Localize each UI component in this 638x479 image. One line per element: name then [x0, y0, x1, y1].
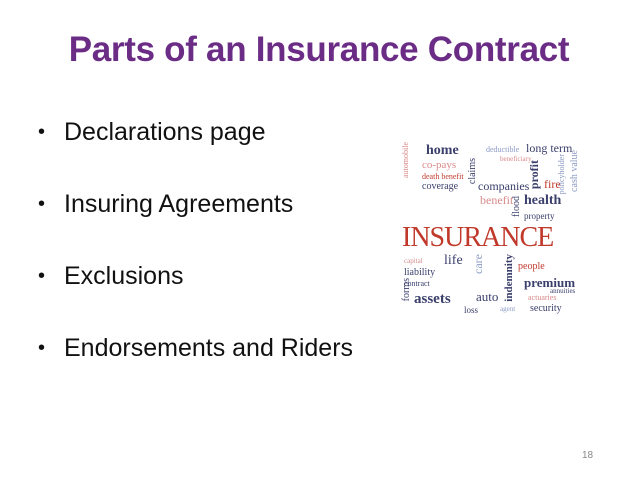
cloud-word: companies [478, 179, 530, 193]
bullet-label: Declarations page [64, 118, 266, 146]
cloud-word: automobile [401, 142, 410, 178]
cloud-word: security [530, 303, 562, 314]
cloud-word: INSURANCE [402, 222, 554, 253]
cloud-word: policyholder [557, 154, 566, 195]
cloud-word: long term [526, 141, 573, 155]
bullet-item: • Insuring Agreements [38, 188, 353, 260]
bullet-label: Insuring Agreements [64, 190, 294, 218]
bullet-item: • Declarations page [38, 116, 353, 188]
cloud-word: fire [544, 177, 561, 191]
bullet-icon: • [38, 121, 46, 143]
cloud-word: home [426, 143, 459, 158]
bullet-list: • Declarations page • Insuring Agreement… [38, 116, 353, 404]
cloud-word: capital [404, 257, 423, 265]
cloud-word: deductible [486, 145, 520, 154]
bullet-icon: • [38, 337, 46, 359]
cloud-word: health [524, 193, 562, 208]
cloud-word: benefit [480, 193, 514, 207]
cloud-word: premium [524, 275, 576, 290]
cloud-word: actuaries [528, 293, 557, 302]
cloud-word: flood [511, 196, 522, 218]
cloud-word: agent [500, 305, 516, 313]
cloud-word: people [518, 261, 545, 272]
cloud-word: liability [404, 267, 436, 278]
cloud-word: assets [414, 291, 451, 307]
bullet-item: • Exclusions [38, 260, 353, 332]
cloud-word: contract [404, 279, 430, 288]
cloud-word: life [444, 253, 463, 268]
slide-title: Parts of an Insurance Contract [68, 30, 570, 69]
cloud-word: care [471, 254, 485, 274]
bullet-label: Exclusions [64, 262, 184, 290]
bullet-icon: • [38, 265, 46, 287]
cloud-word: cash value [569, 150, 580, 192]
page-number: 18 [582, 450, 594, 461]
cloud-word: loss [464, 305, 479, 315]
bullet-item: • Endorsements and Riders [38, 332, 353, 404]
cloud-word: coverage [422, 181, 459, 192]
insurance-word-cloud-image: home automobile deductible long term ben… [400, 138, 584, 318]
cloud-word: beneficiary [500, 155, 532, 163]
bullet-label: Endorsements and Riders [64, 334, 354, 362]
cloud-word: profit [527, 160, 541, 190]
cloud-word: death benefit [422, 172, 464, 181]
cloud-word: claims [467, 158, 478, 185]
bullet-icon: • [38, 193, 46, 215]
cloud-word: indemnity [503, 254, 515, 302]
cloud-word: co-pays [422, 159, 457, 171]
cloud-word: property [524, 211, 555, 221]
cloud-word: auto [476, 289, 499, 304]
cloud-word: forms [401, 278, 412, 302]
cloud-word: annuities [550, 287, 576, 295]
